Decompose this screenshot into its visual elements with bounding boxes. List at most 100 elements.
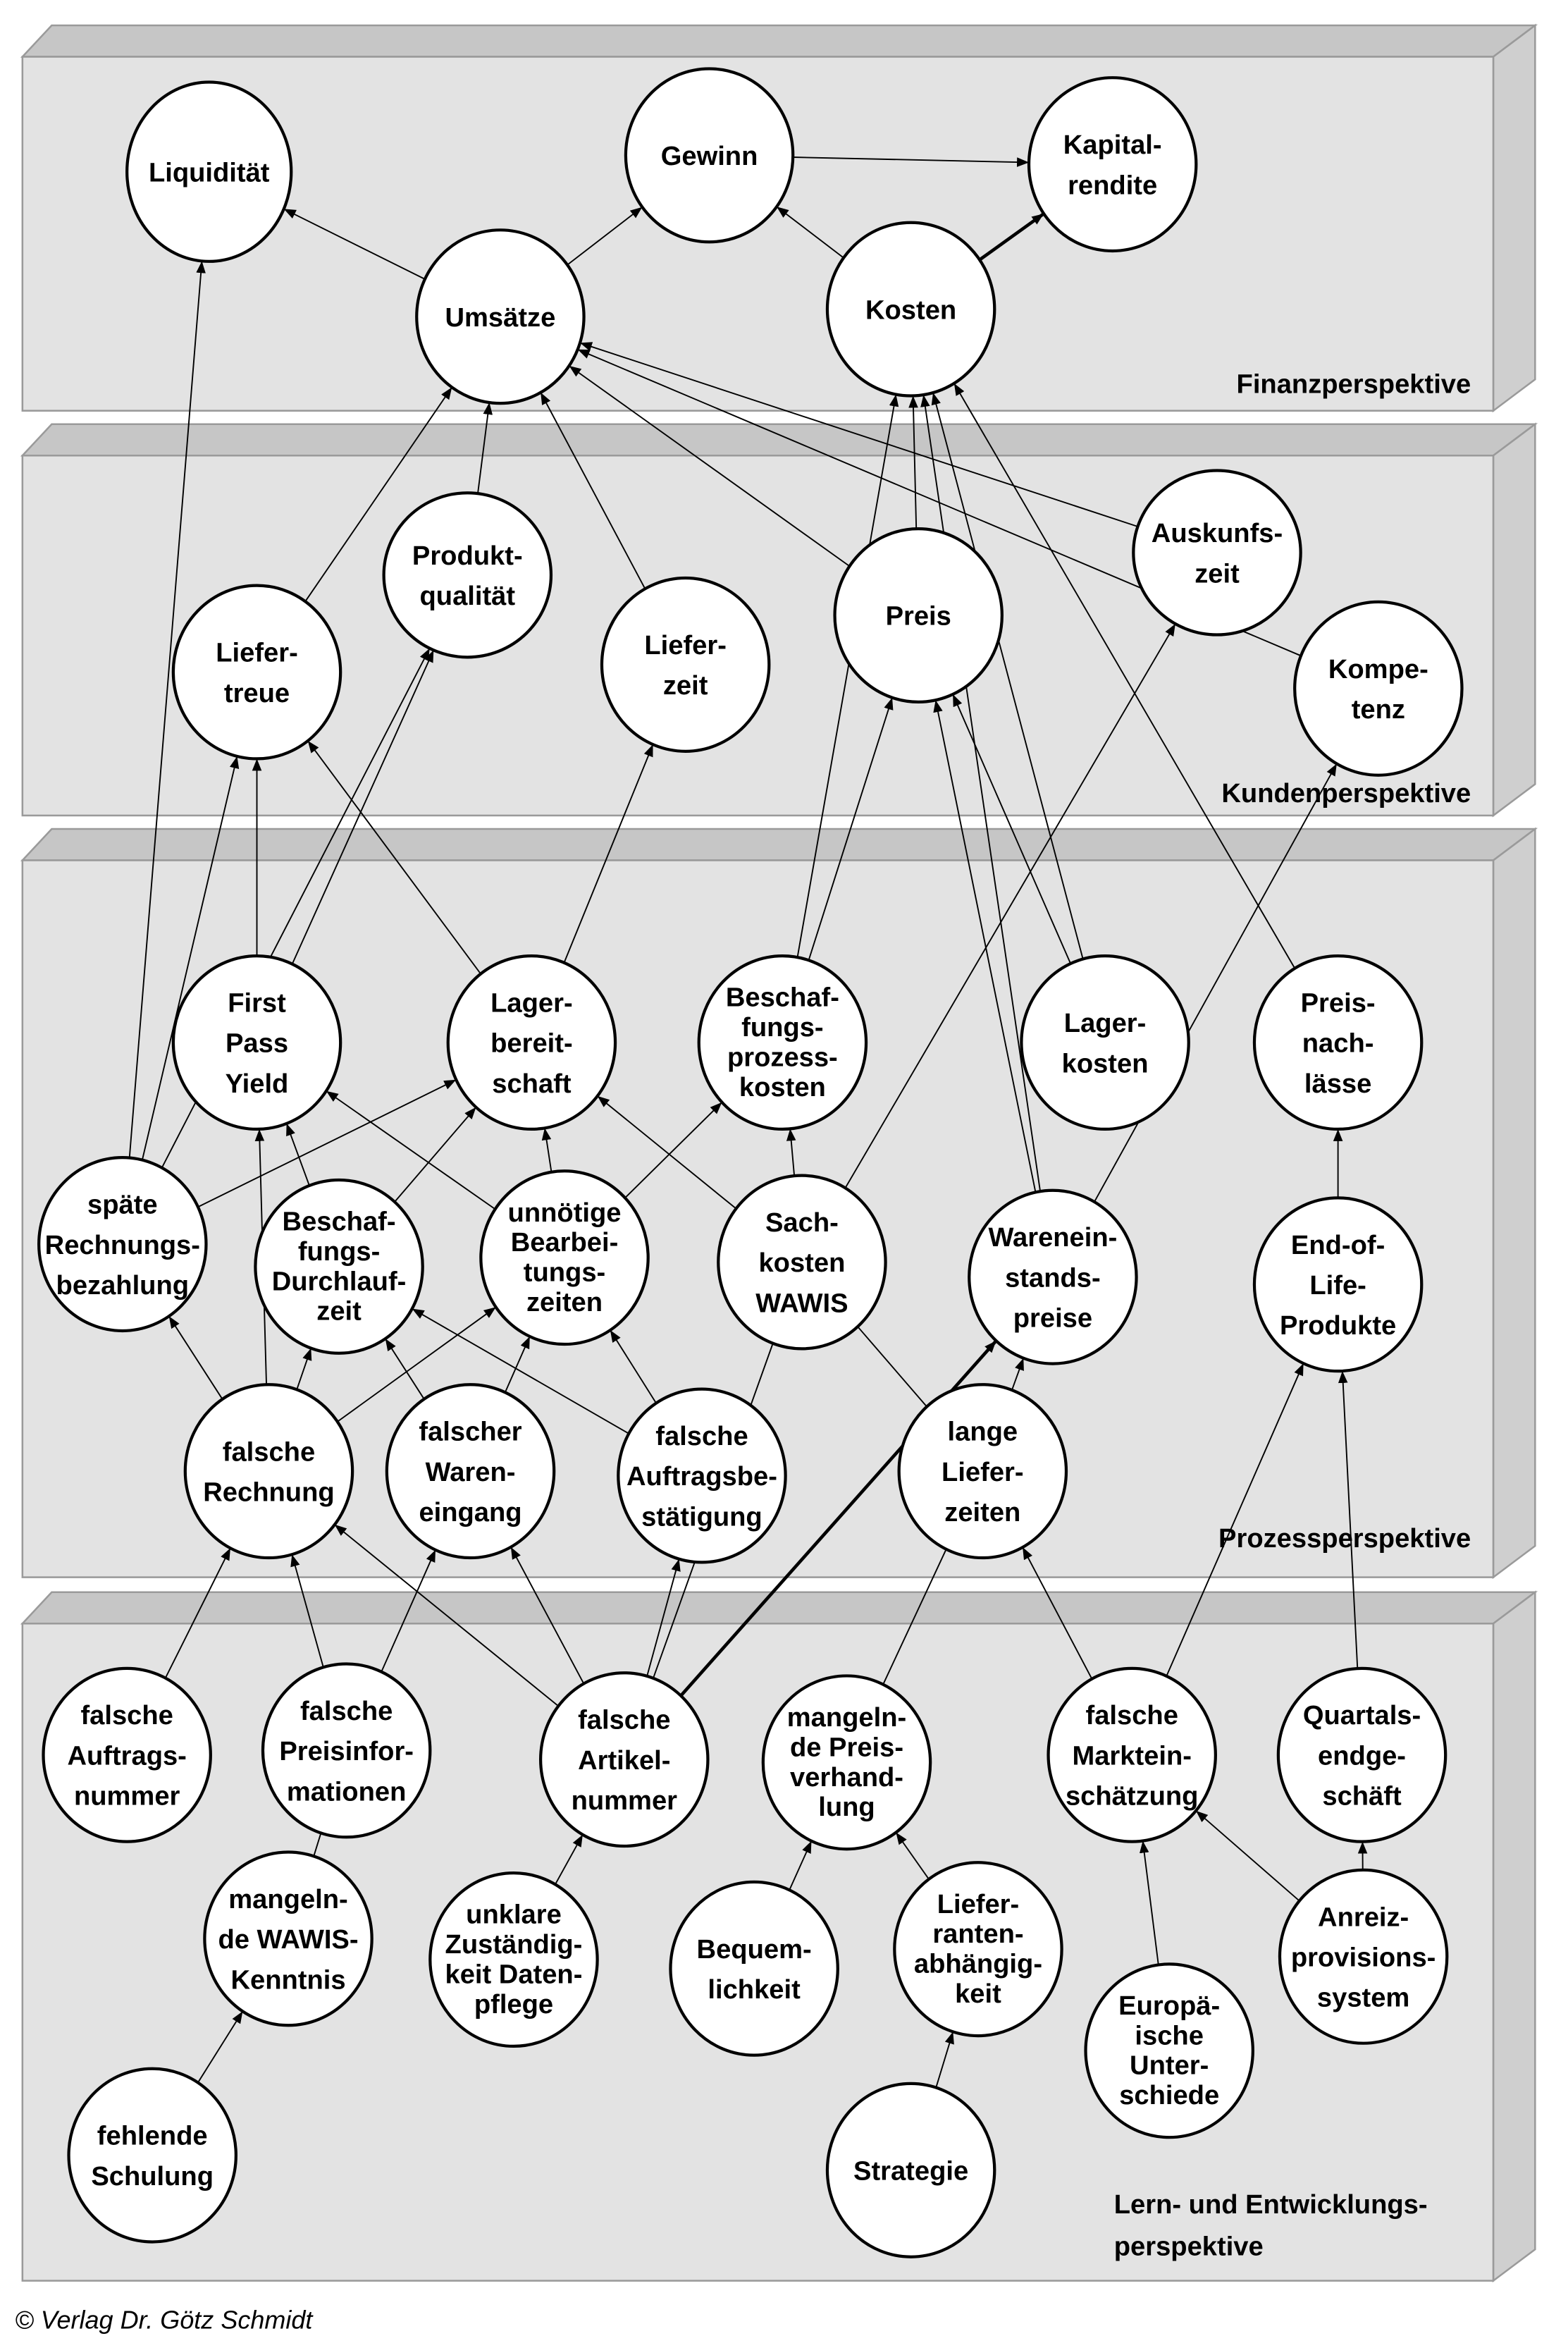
node-label-line: Preisinfor- xyxy=(279,1736,414,1766)
panel-side-face xyxy=(1492,1590,1536,2283)
node-label-line: Marktein- xyxy=(1072,1740,1191,1771)
node-ellipse xyxy=(697,954,868,1131)
edge-kosten-to-kapitalrendite xyxy=(978,212,1045,262)
node-label-line: Pass xyxy=(226,1028,288,1059)
node-label-line: Kompe- xyxy=(1328,654,1428,684)
panel-top-face xyxy=(20,1591,1538,1625)
node-ellipse xyxy=(538,1671,710,1848)
node-label-line: unklare xyxy=(466,1900,562,1930)
node-label-line: First xyxy=(228,988,286,1019)
node-label-line: zeit xyxy=(663,670,708,701)
edge-umsaetze-to-liquiditaet xyxy=(283,208,426,280)
panel-label-line: Lern- und Entwicklungs- xyxy=(1114,2189,1428,2220)
edge-sachkosten-to-bpk xyxy=(786,1129,796,1176)
node-label-line: Europä- xyxy=(1118,1991,1220,2021)
node-ellipse xyxy=(254,1178,424,1355)
panel-side-face xyxy=(1492,827,1536,1580)
node-ellipse xyxy=(825,221,996,398)
node-label-line: schäft xyxy=(1322,1781,1402,1812)
node-label-line: Yield xyxy=(226,1069,289,1099)
edge-lagerbereitschaft-to-lieferzeit xyxy=(563,744,654,964)
edge-spaete-to-liquiditaet xyxy=(128,261,206,1158)
node-ellipse xyxy=(761,1674,932,1851)
edge-preis-to-kosten xyxy=(908,395,918,529)
node-label-line: fungs- xyxy=(741,1012,823,1043)
node-label-line: kosten xyxy=(1062,1048,1149,1078)
node-label-line: zeit xyxy=(1194,558,1240,589)
node-label-line: stätigung xyxy=(641,1501,763,1532)
edge-produktqualitaet-to-umsaetze xyxy=(477,402,493,494)
node-label-line: Gewinn xyxy=(661,141,758,171)
panel-label-line: Finanzperspektive xyxy=(1237,369,1471,399)
node-label-line: falsche xyxy=(80,1700,173,1731)
node-label-line: bezahlung xyxy=(56,1270,190,1301)
node-label-line: lung xyxy=(818,1792,875,1822)
node-ellipse xyxy=(825,2082,996,2258)
node-ellipse xyxy=(893,1861,1063,2038)
node-liefertreue: Liefer-treue xyxy=(171,584,342,761)
node-label-line: pflege xyxy=(474,1989,553,2020)
edge-f_markt-to-lange_lz xyxy=(1022,1547,1093,1680)
node-bequem: Bequem-lichkeit xyxy=(669,1880,839,2057)
node-label-line: Kapital- xyxy=(1063,130,1162,160)
node-anreiz: Anreiz-provisions-system xyxy=(1278,1868,1449,2045)
edge-unklare-to-f_artikelnr xyxy=(555,1834,584,1885)
edge-f_artikelnr-to-f_rechnung xyxy=(334,1524,559,1707)
node-umsaetze: Umsätze xyxy=(415,228,586,405)
copyright-text: © Verlag Dr. Götz Schmidt xyxy=(15,2305,314,2334)
node-label-line: falscher xyxy=(419,1417,521,1447)
node-label-line: schiede xyxy=(1119,2080,1219,2110)
node-ellipse xyxy=(428,1871,599,2048)
edge-preis-to-umsaetze xyxy=(569,365,851,567)
node-label-line: tungs- xyxy=(524,1258,605,1288)
node-label-line: rendite xyxy=(1068,170,1157,200)
node-ellipse xyxy=(624,67,795,244)
node-ellipse xyxy=(67,2067,237,2244)
edge-f_preisinfo-to-f_wareneingang xyxy=(381,1549,436,1673)
panel-top-face xyxy=(20,24,1538,58)
edge-spaete-to-liefertreue xyxy=(141,756,240,1160)
edge-bpk-to-kosten xyxy=(796,394,899,958)
edge-lieferantenabh-to-m_preisverh xyxy=(895,1832,930,1880)
node-auskunftszeit: Auskunfs-zeit xyxy=(1132,469,1302,637)
node-ellipse xyxy=(415,228,586,405)
node-ellipse xyxy=(171,954,342,1131)
node-ellipse xyxy=(183,1383,354,1560)
node-label-line: Beschaf- xyxy=(283,1207,396,1237)
node-label-line: Lager- xyxy=(490,988,573,1019)
node-label-line: keit xyxy=(955,1979,1001,2009)
node-kompetenz: Kompe-tenz xyxy=(1293,600,1464,777)
panel-label: Prozessperspektive xyxy=(1218,1523,1471,1554)
panel-label: Lern- und Entwicklungs-perspektive xyxy=(1114,2189,1428,2261)
node-bpk: Beschaf-fungs-prozess-kosten xyxy=(697,954,868,1131)
node-label-line: falsche xyxy=(223,1437,315,1467)
edge-liefertreue-to-umsaetze xyxy=(304,386,453,602)
edge-wep-to-kompetenz xyxy=(1094,763,1338,1203)
node-label-line: Schulung xyxy=(91,2161,214,2191)
node-ellipse xyxy=(203,1850,374,2027)
panel-label-line: perspektive xyxy=(1114,2232,1264,2262)
edge-quartal-to-eol xyxy=(1338,1370,1359,1669)
node-ellipse xyxy=(617,1387,787,1564)
node-label-line: de WAWIS- xyxy=(218,1924,358,1955)
node-m-wawis: mangeln-de WAWIS-Kenntnis xyxy=(203,1850,374,2027)
node-ellipse xyxy=(382,491,553,659)
node-ellipse xyxy=(1252,1196,1424,1373)
edge-lagerkosten-to-kosten xyxy=(931,392,1084,959)
panel-label: Kundenperspektive xyxy=(1221,778,1471,809)
node-label-line: mangeln- xyxy=(228,1884,347,1914)
node-label-line: Liquidität xyxy=(149,157,270,188)
node-label-line: preise xyxy=(1013,1303,1092,1334)
node-ellipse xyxy=(1278,1868,1449,2045)
node-ellipse xyxy=(385,1383,556,1560)
panel-label-line: Kundenperspektive xyxy=(1221,778,1471,809)
node-label-line: fehlende xyxy=(97,2121,208,2151)
node-label-line: Beschaf- xyxy=(726,983,839,1013)
